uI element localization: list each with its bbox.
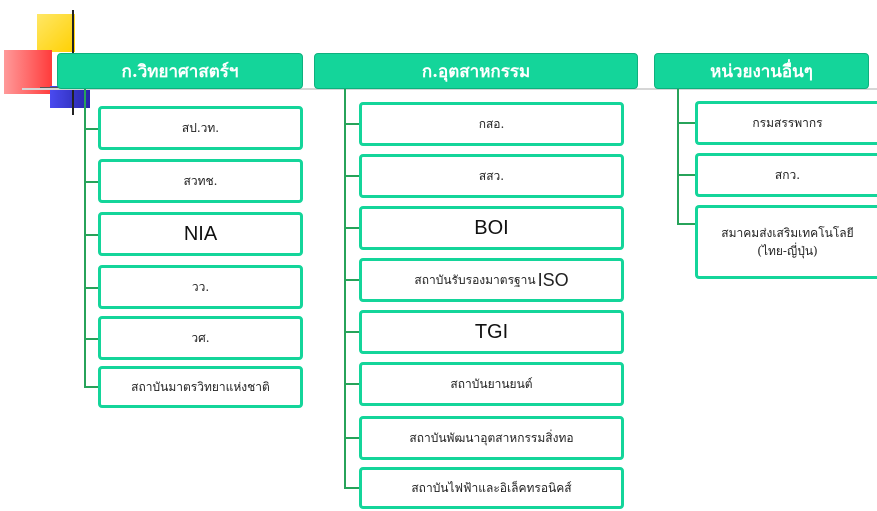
org-node: วศ. bbox=[98, 316, 303, 360]
iso-label: ISO bbox=[537, 269, 569, 290]
org-node: สกว. bbox=[695, 153, 877, 197]
connector bbox=[344, 175, 362, 177]
connector bbox=[344, 331, 362, 333]
org-node: สป.วท. bbox=[98, 106, 303, 150]
deco-yellow-square bbox=[37, 14, 75, 52]
connector bbox=[84, 128, 100, 130]
org-node: สถาบันยานยนต์ bbox=[359, 362, 624, 406]
org-node: กรมสรรพากร bbox=[695, 101, 877, 145]
org-node: สถาบันพัฒนาอุตสาหกรรมสิ่งทอ bbox=[359, 416, 624, 460]
deco-red-square bbox=[4, 50, 52, 94]
connector bbox=[344, 437, 362, 439]
deco-blue-square bbox=[50, 86, 90, 108]
connector bbox=[677, 174, 697, 176]
column-trunk-others bbox=[677, 89, 679, 223]
connector bbox=[84, 338, 100, 340]
org-node: วว. bbox=[98, 265, 303, 309]
connector bbox=[84, 181, 100, 183]
connector bbox=[344, 123, 362, 125]
org-node-label-line1: สมาคมส่งเสริมเทคโนโลยี bbox=[721, 226, 854, 240]
column-trunk-science bbox=[84, 89, 86, 387]
org-node: TGI bbox=[359, 310, 624, 354]
org-node: กสอ. bbox=[359, 102, 624, 146]
org-node: สวทช. bbox=[98, 159, 303, 203]
connector bbox=[344, 227, 362, 229]
org-node: สมาคมส่งเสริมเทคโนโลยี (ไทย-ญี่ปุ่น) bbox=[695, 205, 877, 279]
connector bbox=[344, 383, 362, 385]
column-header-science: ก.วิทยาศาสตร์ฯ bbox=[57, 53, 303, 89]
org-node: สถาบันไฟฟ้าและอิเล็คทรอนิคส์ bbox=[359, 467, 624, 509]
column-header-others: หน่วยงานอื่นๆ bbox=[654, 53, 869, 89]
header-divider-line bbox=[22, 88, 877, 90]
connector bbox=[677, 223, 697, 225]
column-header-industry: ก.อุตสาหกรรม bbox=[314, 53, 638, 89]
column-trunk-industry bbox=[344, 89, 346, 487]
connector bbox=[84, 287, 100, 289]
connector bbox=[344, 487, 362, 489]
org-node: BOI bbox=[359, 206, 624, 250]
org-node: สสว. bbox=[359, 154, 624, 198]
org-node: NIA bbox=[98, 212, 303, 256]
org-node-label-line2: (ไทย-ญี่ปุ่น) bbox=[757, 244, 818, 258]
connector bbox=[84, 234, 100, 236]
org-node-label: สถาบันรับรองมาตรฐาน bbox=[414, 273, 536, 287]
connector bbox=[344, 279, 362, 281]
org-node: สถาบันมาตรวิทยาแห่งชาติ bbox=[98, 366, 303, 408]
connector bbox=[84, 386, 100, 388]
connector bbox=[677, 122, 697, 124]
